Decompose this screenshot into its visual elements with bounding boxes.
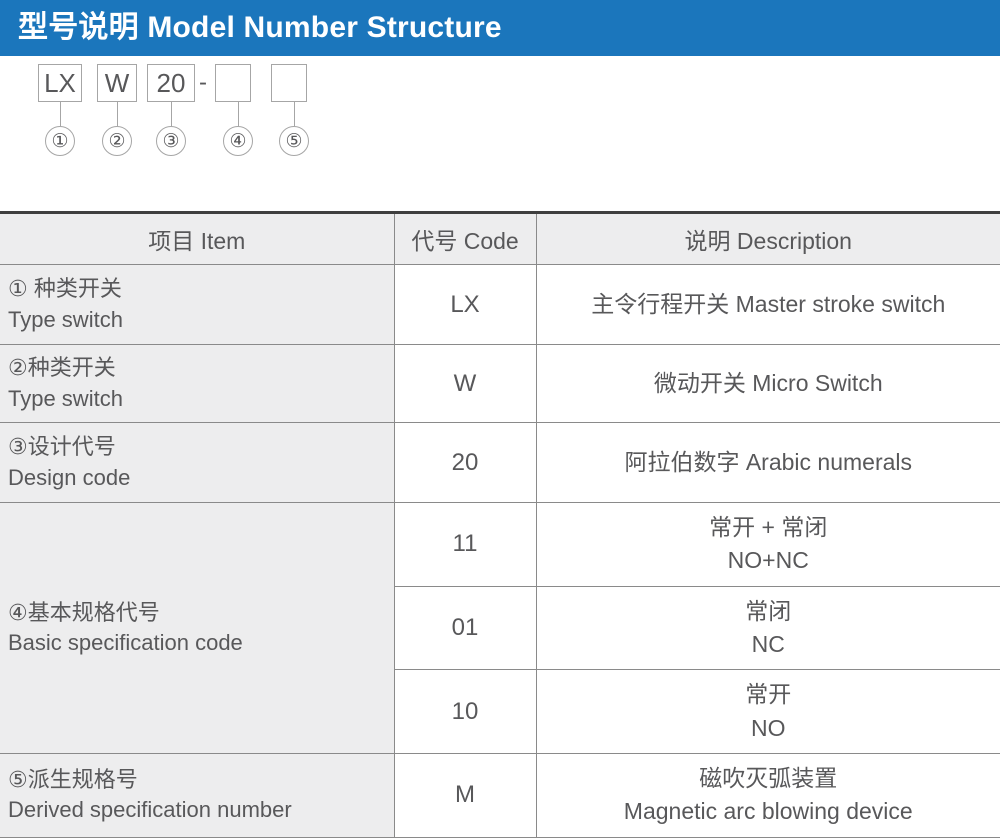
table-row: ⑤派生规格号 Derived specification number M 磁吹… (0, 753, 1000, 838)
header-description: 说明 Description (536, 212, 1000, 265)
item-label-en-3: Design code (8, 464, 131, 490)
item-label-cn-1: ① 种类开关 (8, 276, 122, 302)
item-label-cn-3: ③设计代号 (8, 434, 116, 460)
leader-line-2 (117, 102, 118, 126)
table-row: ③设计代号 Design code 20 阿拉伯数字 Arabic numera… (0, 422, 1000, 503)
header-item: 项目 Item (0, 212, 395, 265)
item-label-cn-5: ⑤派生规格号 (8, 767, 138, 793)
model-box-2-w: W (97, 64, 137, 102)
table-row: ②种类开关 Type switch W 微动开关 Micro Switch (0, 344, 1000, 423)
desc-line-4c-1: 常开 (745, 681, 792, 708)
code-cell-3: 20 (394, 422, 537, 503)
item-label-en-4: Basic specification code (8, 630, 243, 656)
desc-cell-2: 微动开关 Micro Switch (536, 344, 1000, 423)
code-cell-4b: 01 (394, 585, 537, 671)
desc-line-1-1: 主令行程开关 Master stroke switch (591, 290, 946, 317)
model-box-3-20: 20 (147, 64, 195, 102)
table-row: 10 常开 NO (0, 669, 1000, 755)
desc-cell-4b: 常闭 NC (536, 585, 1000, 671)
desc-line-2-1: 微动开关 Micro Switch (653, 369, 883, 396)
table-row: ① 种类开关 Type switch LX 主令行程开关 Master stro… (0, 264, 1000, 345)
desc-line-5-1: 磁吹灭弧装置 (699, 765, 838, 792)
model-code-boxes: LX W 20 - (38, 64, 307, 102)
model-box-5-blank (271, 64, 307, 102)
desc-cell-5: 磁吹灭弧装置 Magnetic arc blowing device (536, 753, 1000, 838)
desc-cell-3: 阿拉伯数字 Arabic numerals (536, 422, 1000, 503)
item-cell-2: ②种类开关 Type switch (0, 344, 395, 423)
desc-line-4b-2: NC (751, 631, 785, 658)
code-cell-4c: 10 (394, 669, 537, 755)
desc-line-3-1: 阿拉伯数字 Arabic numerals (624, 448, 913, 475)
item-cell-5: ⑤派生规格号 Derived specification number (0, 753, 395, 838)
code-cell-2: W (394, 344, 537, 423)
leader-line-4 (238, 102, 239, 126)
item-label-en-1: Type switch (8, 306, 123, 332)
leader-line-3 (171, 102, 172, 126)
marker-circle-5: ⑤ (279, 126, 309, 156)
item-cell-4: ④基本规格代号 Basic specification code (0, 501, 395, 755)
code-cell-1: LX (394, 264, 537, 345)
model-number-diagram: LX W 20 - ① ② ③ ④ ⑤ (0, 56, 1000, 211)
table-row: ④基本规格代号 Basic specification code 11 常开 +… (0, 501, 1000, 755)
model-structure-table: 项目 Item 代号 Code 说明 Description ① 种类开关 Ty… (0, 211, 1000, 838)
marker-circle-4: ④ (223, 126, 253, 156)
desc-line-5-2: Magnetic arc blowing device (623, 798, 913, 825)
item-cell-1: ① 种类开关 Type switch (0, 264, 395, 345)
item-cell-3: ③设计代号 Design code (0, 422, 395, 503)
desc-line-4b-1: 常闭 (745, 597, 792, 624)
desc-line-4a-1: 常开 + 常闭 (709, 514, 828, 540)
page-header-bar: 型号说明 Model Number Structure (0, 0, 1000, 56)
code-cell-5: M (394, 753, 537, 838)
desc-cell-1: 主令行程开关 Master stroke switch (536, 264, 1000, 345)
code-cell-4a: 11 (394, 502, 537, 587)
leader-line-1 (60, 102, 61, 126)
marker-circle-2: ② (102, 126, 132, 156)
header-code: 代号 Code (394, 212, 537, 265)
desc-cell-4a: 常开 + 常闭 NO+NC (536, 502, 1000, 587)
leader-line-5 (294, 102, 295, 126)
desc-cell-4c: 常开 NO (536, 669, 1000, 755)
item-label-cn-4: ④基本规格代号 (8, 599, 160, 625)
model-box-1-lx: LX (38, 64, 82, 102)
desc-line-4c-2: NO (751, 714, 786, 741)
model-box-4-blank (215, 64, 251, 102)
table-header-row: 项目 Item 代号 Code 说明 Description (0, 212, 1000, 265)
page-title: 型号说明 Model Number Structure (18, 11, 502, 44)
marker-circle-1: ① (45, 126, 75, 156)
item-label-en-2: Type switch (8, 385, 123, 411)
marker-circle-3: ③ (156, 126, 186, 156)
desc-line-4a-2: NO+NC (727, 547, 809, 574)
item-label-en-5: Derived specification number (8, 797, 292, 823)
model-separator-dash: - (199, 69, 207, 96)
item-label-cn-2: ②种类开关 (8, 355, 116, 381)
